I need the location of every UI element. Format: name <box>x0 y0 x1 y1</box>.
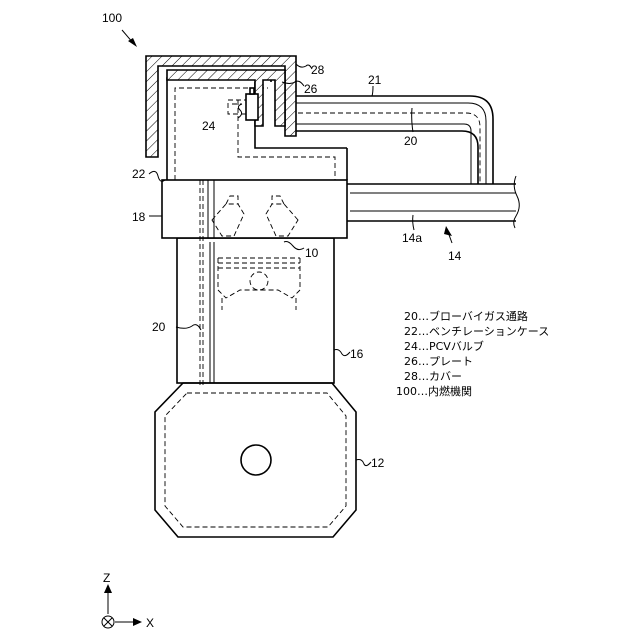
plate-26 <box>167 70 285 126</box>
label-14: 14 <box>448 249 462 263</box>
label-26: 26 <box>304 82 318 96</box>
label-18: 18 <box>132 210 146 224</box>
x-arrow-icon <box>133 618 142 626</box>
crankshaft-circle <box>241 445 271 475</box>
crankcase-12 <box>155 383 356 537</box>
legend-item: 20…ブローバイガス通路 <box>404 309 528 323</box>
label-12: 12 <box>371 456 385 470</box>
label-22: 22 <box>132 167 146 181</box>
piston-10 <box>218 258 300 310</box>
legend-item: 22…ベンチレーションケース <box>404 325 549 338</box>
label-100: 100 <box>102 11 122 25</box>
label-24: 24 <box>202 119 216 133</box>
label-10: 10 <box>305 246 319 260</box>
label-21: 21 <box>368 73 382 87</box>
legend: 20…ブローバイガス通路 22…ベンチレーションケース 24…PCVバルブ 26… <box>396 309 549 398</box>
label-28: 28 <box>311 63 325 77</box>
pcv-valve-24 <box>228 88 258 120</box>
breather-pipe-21 <box>290 96 493 184</box>
piston-pin-circle <box>250 272 268 290</box>
legend-item: 24…PCVバルブ <box>404 339 484 353</box>
legend-item: 26…プレート <box>404 355 473 368</box>
label-14a: 14a <box>402 231 422 245</box>
label-20-side: 20 <box>152 320 166 334</box>
legend-item: 28…カバー <box>404 370 462 383</box>
z-axis-label: Z <box>103 571 110 585</box>
z-arrow-icon <box>104 584 112 593</box>
coordinate-axes: Z X <box>102 571 154 630</box>
legend-item: 100…内燃機関 <box>396 384 472 398</box>
x-axis-label: X <box>146 616 154 630</box>
cylinder-head-18 <box>162 180 347 238</box>
label-16: 16 <box>350 347 364 361</box>
label-20-top: 20 <box>404 134 418 148</box>
